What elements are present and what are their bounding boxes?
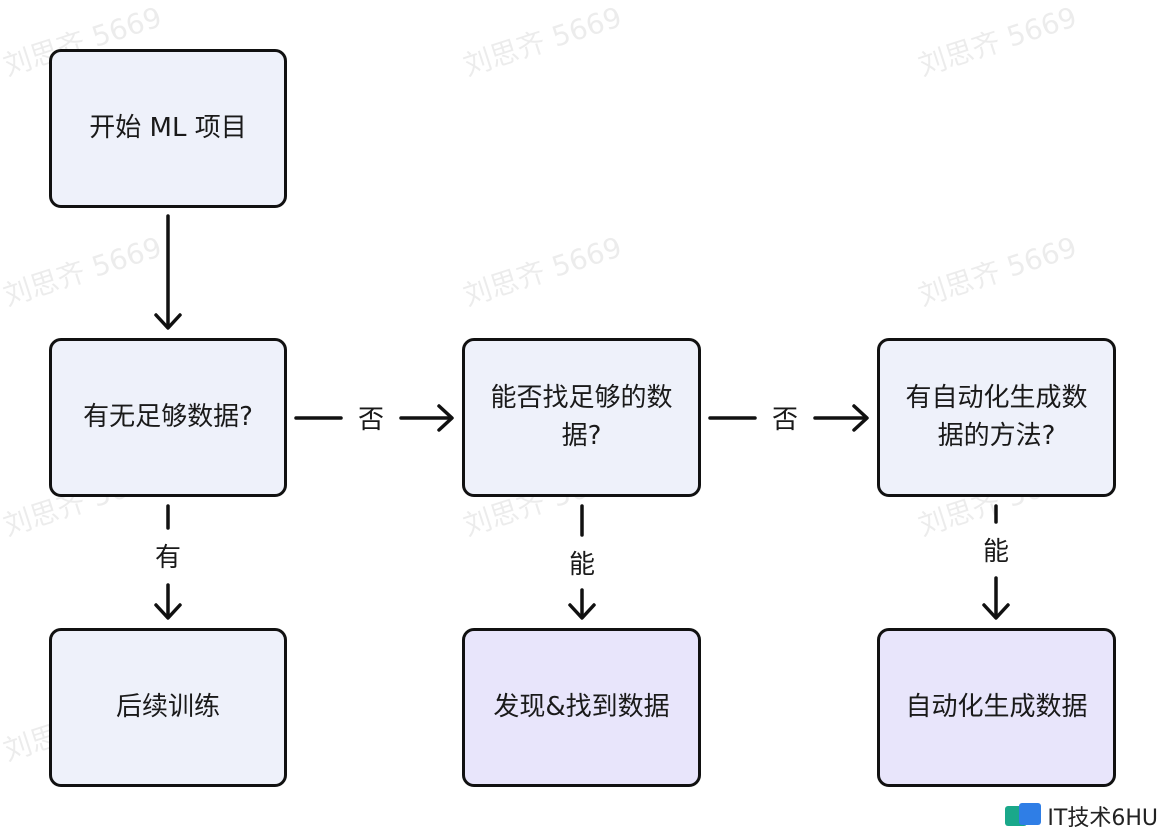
- brand-mark: IT技术6HU: [1005, 800, 1158, 832]
- node-subsequent-training: 后续训练: [49, 628, 287, 787]
- node-auto-generate-data: 自动化生成数据: [877, 628, 1116, 787]
- node-label: 后续训练: [115, 691, 220, 722]
- edge-label-can: 能: [978, 537, 1014, 567]
- edge-label-no: 否: [353, 405, 389, 435]
- edge-label-no: 否: [767, 405, 803, 435]
- node-label: 能否找足够的数 据?: [490, 382, 673, 451]
- node-enough-data-decision: 有无足够数据?: [49, 338, 287, 497]
- arrowhead-down: [568, 603, 596, 620]
- node-auto-method-decision: 有自动化生成数 据的方法?: [877, 338, 1116, 497]
- brand-text: IT技术6HU: [1047, 806, 1158, 831]
- edge-label-can: 能: [564, 550, 600, 580]
- node-can-find-data-decision: 能否找足够的数 据?: [462, 338, 701, 497]
- arrowhead-right: [437, 404, 454, 432]
- arrowhead-down: [982, 603, 1010, 620]
- node-label: 自动化生成数据: [905, 691, 1088, 722]
- brand-logo-icon: [1005, 803, 1042, 829]
- node-label: 有无足够数据?: [83, 401, 253, 432]
- node-discover-find-data: 发现&找到数据: [462, 628, 701, 787]
- node-label: 开始 ML 项目: [89, 112, 247, 143]
- node-start-ml-project: 开始 ML 项目: [49, 49, 287, 208]
- arrowhead-right: [852, 404, 869, 432]
- node-label: 发现&找到数据: [493, 691, 670, 722]
- edge-label-yes: 有: [150, 543, 186, 573]
- arrowhead-down: [154, 603, 182, 620]
- arrowhead-down: [154, 313, 182, 330]
- node-label: 有自动化生成数 据的方法?: [905, 382, 1088, 451]
